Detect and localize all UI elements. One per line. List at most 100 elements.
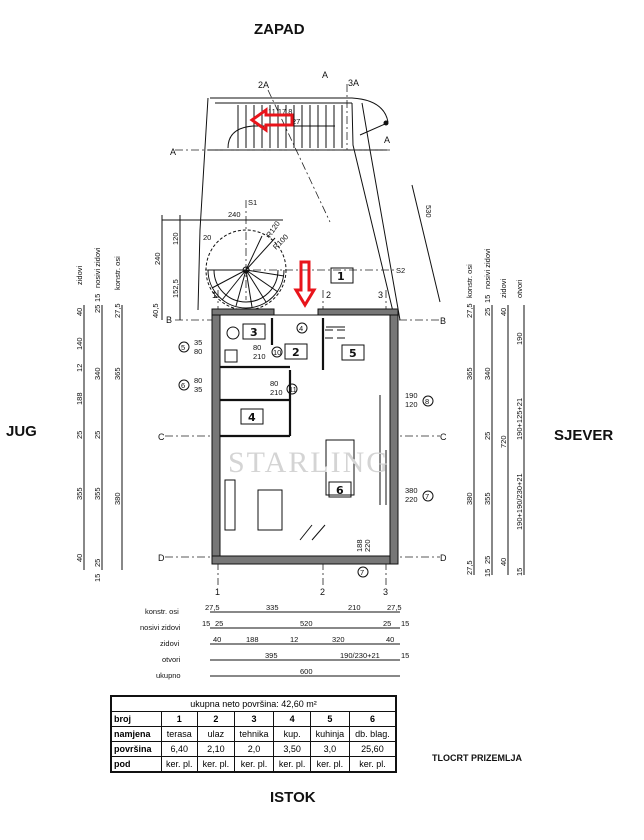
label: ker. pl. xyxy=(197,756,235,773)
label: 10 xyxy=(273,348,281,357)
label: 2 xyxy=(326,290,331,300)
label: 188 xyxy=(75,392,84,405)
label: 380 xyxy=(405,486,418,495)
room-1: 1 xyxy=(337,270,345,283)
label: 152,5 xyxy=(171,279,180,298)
label: 25 xyxy=(93,559,102,567)
label: 40 xyxy=(499,308,508,316)
label: 355 xyxy=(75,487,84,500)
dimensions-right: konstr. osi nosivi zidovi zidovi otvori … xyxy=(465,248,525,577)
room-4: 4 xyxy=(248,411,256,424)
label: 4 xyxy=(299,324,303,333)
compass-east: ISTOK xyxy=(270,789,316,806)
label: 15 xyxy=(401,651,409,660)
label: 40 xyxy=(213,635,221,644)
building: 1 2 3 4 5 6 xyxy=(211,267,399,565)
table-row: pod ker. pl.ker. pl.ker. pl.ker. pl.ker.… xyxy=(110,756,397,773)
label: 355 xyxy=(93,487,102,500)
label: 7 xyxy=(425,492,429,501)
label: 190 xyxy=(405,391,418,400)
label: 80 xyxy=(194,347,202,356)
label: 190+125+21 xyxy=(515,398,524,440)
label: 600 xyxy=(300,667,313,676)
label: 25 xyxy=(215,619,223,628)
label: 27,5 xyxy=(465,303,474,318)
label: površina xyxy=(110,741,162,757)
label: B xyxy=(440,316,446,326)
label: 220 xyxy=(363,539,372,552)
label: 25,60 xyxy=(348,741,397,757)
label: 25 xyxy=(93,431,102,439)
dimensions-bottom: konstr. osi nosivi zidovi zidovi otvori … xyxy=(140,603,409,680)
label: 2 xyxy=(197,711,235,727)
label: 25 xyxy=(383,619,391,628)
label: konstr. osi xyxy=(145,607,179,616)
label: D xyxy=(440,553,447,563)
label: 720 xyxy=(499,435,508,448)
label: 520 xyxy=(300,619,313,628)
label: 11 17,8 xyxy=(268,107,292,116)
label: 12 xyxy=(290,635,298,644)
label: 27,5 xyxy=(465,560,474,575)
label: 3 xyxy=(383,587,388,597)
label: 15 xyxy=(93,574,102,582)
label: 80 xyxy=(253,343,261,352)
label: 355 xyxy=(483,492,492,505)
room-6: 6 xyxy=(336,484,344,497)
label: namjena xyxy=(110,726,162,742)
label: tehnika xyxy=(233,726,275,742)
dimensions-left: zidovi nosivi zidovi konstr. osi 40 140 … xyxy=(75,215,181,582)
label: db. blag. xyxy=(348,726,397,742)
label: 210 xyxy=(253,352,266,361)
label: broj xyxy=(110,711,162,727)
label: 25 xyxy=(483,556,492,564)
label: A xyxy=(322,70,328,80)
room-3: 3 xyxy=(250,326,258,339)
label: ker. pl. xyxy=(273,756,311,773)
label: ker. pl. xyxy=(160,756,199,773)
label: otvori xyxy=(515,279,524,298)
label: 5 xyxy=(309,711,350,727)
label: zidovi xyxy=(499,278,508,298)
label: 188 xyxy=(355,539,364,552)
label: 6 xyxy=(181,381,185,390)
label: 80 xyxy=(194,376,202,385)
label: 120 xyxy=(171,232,180,245)
compass-south: JUG xyxy=(6,423,37,440)
label: B xyxy=(166,315,172,325)
markup-arrow-down-icon xyxy=(293,260,317,308)
label: 3,50 xyxy=(273,741,311,757)
label: 25 xyxy=(93,305,102,313)
label: A xyxy=(384,135,390,145)
label: kuhinja xyxy=(309,726,350,742)
room-2: 2 xyxy=(292,346,300,359)
label: 4 xyxy=(273,711,311,727)
label: ker. pl. xyxy=(309,756,350,773)
label: ker. pl. xyxy=(348,756,397,773)
label: 140 xyxy=(75,337,84,350)
label: 35 xyxy=(194,385,202,394)
label: S2 xyxy=(396,266,405,275)
label: D xyxy=(158,553,165,563)
label: 2,10 xyxy=(197,741,235,757)
label: 40 xyxy=(75,554,84,562)
label: nosivi zidovi xyxy=(93,247,102,288)
label: 5 xyxy=(181,343,185,352)
label: S1 xyxy=(248,198,257,207)
label: 3 xyxy=(233,711,275,727)
label: 15 xyxy=(483,569,492,577)
label: 188 xyxy=(246,635,259,644)
label: 8 xyxy=(425,397,429,406)
label: 11 xyxy=(289,385,297,394)
label: 120 xyxy=(405,400,418,409)
label: zidovi xyxy=(75,265,84,285)
label: otvori xyxy=(162,655,181,664)
label: 365 xyxy=(113,367,122,380)
label: 40 xyxy=(75,308,84,316)
label: 35 xyxy=(194,338,202,347)
label: 210 xyxy=(270,388,283,397)
